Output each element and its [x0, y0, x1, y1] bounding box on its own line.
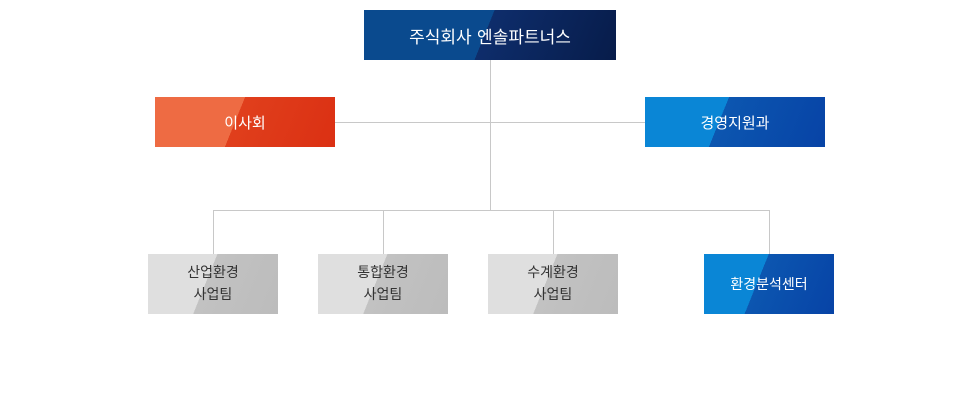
analysis-center-label: 환경분석센터	[730, 277, 808, 293]
team-1-line1: 산업환경	[187, 265, 239, 281]
analysis-center-node: 환경분석센터	[704, 254, 834, 314]
board-label: 이사회	[224, 113, 266, 132]
company-label: 주식회사 엔솔파트너스	[409, 27, 571, 48]
team-node-2: 통합환경 사업팀	[318, 254, 448, 314]
team-3-line2: 사업팀	[533, 287, 573, 303]
board-node: 이사회	[155, 97, 335, 147]
team-2-line1: 통합환경	[357, 265, 409, 281]
team-node-1: 산업환경 사업팀	[148, 254, 278, 314]
management-support-label: 경영지원과	[700, 113, 770, 132]
team-2-line2: 사업팀	[363, 287, 403, 303]
company-node: 주식회사 엔솔파트너스	[364, 10, 616, 60]
team-3-line1: 수계환경	[527, 265, 579, 281]
team-node-3: 수계환경 사업팀	[488, 254, 618, 314]
management-support-node: 경영지원과	[645, 97, 825, 147]
team-1-line2: 사업팀	[193, 287, 233, 303]
